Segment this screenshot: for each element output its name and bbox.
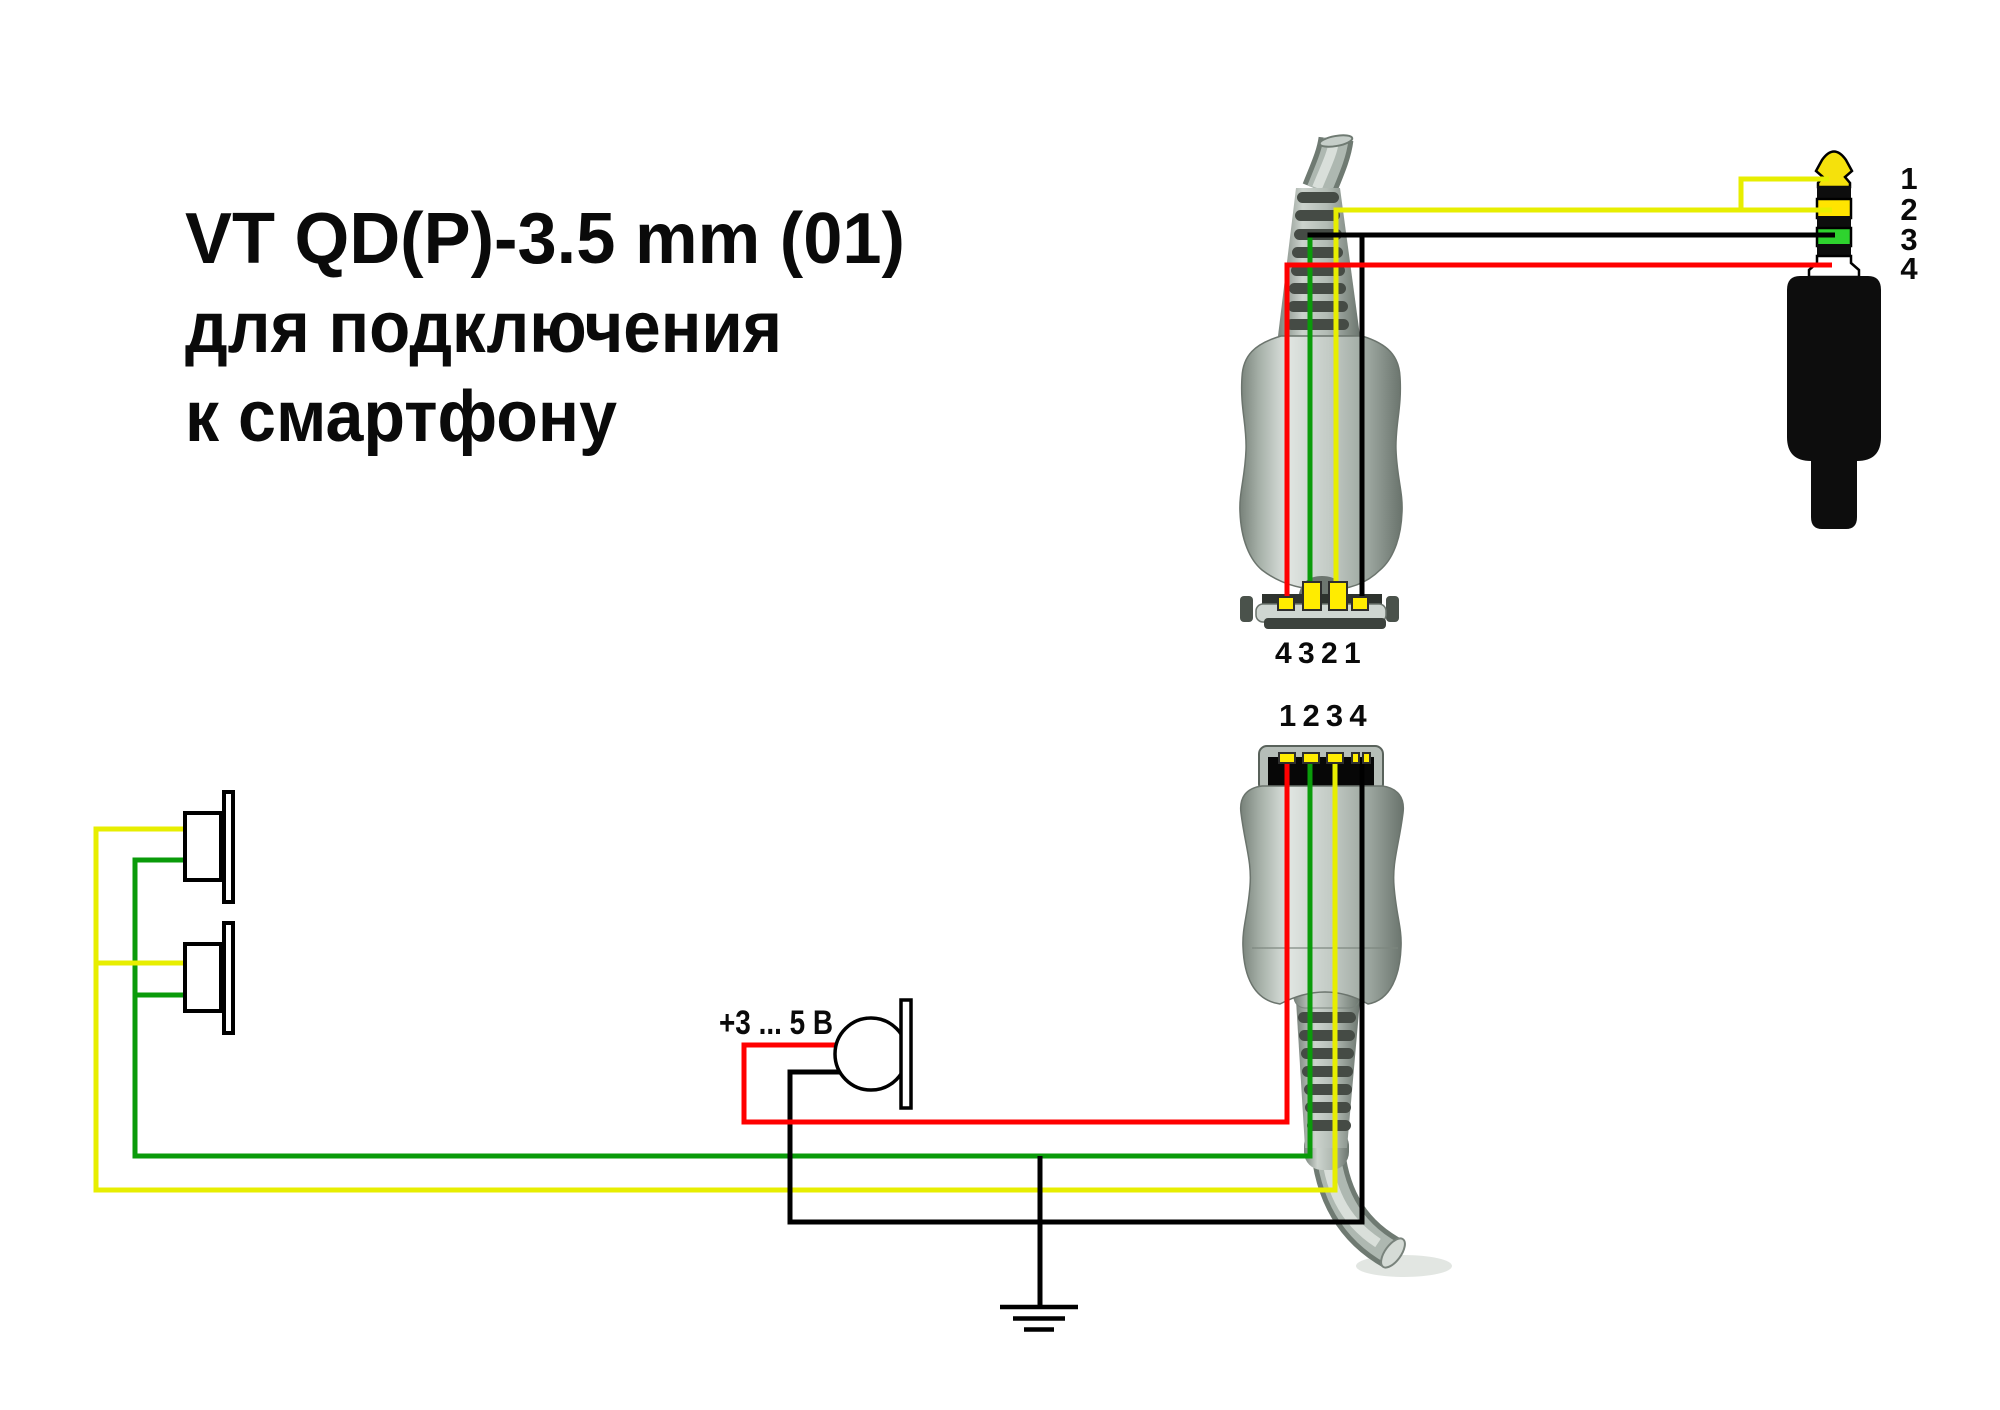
jack-band-black-1 [1817, 186, 1851, 200]
speaker-2-diaphragm [222, 921, 235, 1035]
title-line-2: для подключения [185, 288, 782, 368]
wire-top-red [1284, 262, 1832, 604]
top-contact-4 [1277, 596, 1295, 611]
wire-top-yellow [1333, 176, 1832, 604]
top-strain-relief [1278, 188, 1360, 336]
top-wires [1284, 176, 1835, 604]
wire-top-black [1307, 232, 1835, 604]
wire-bottom-red [741, 758, 1290, 1125]
bottom-contact-4a [1351, 752, 1360, 764]
microphone-diaphragm [899, 998, 913, 1110]
top-contact-2 [1328, 581, 1348, 611]
top-connector-ear-right [1386, 596, 1399, 622]
jack-plug [1787, 150, 1881, 529]
bottom-strain-relief-ridges [1298, 1012, 1356, 1131]
top-connector-body [1239, 335, 1403, 591]
speaker-1 [183, 790, 235, 904]
title-line-1: VT QD(P)-3.5 mm (01) [185, 199, 905, 279]
bottom-contact-2 [1302, 752, 1320, 764]
top-connector-plate-shadow [1264, 618, 1386, 629]
jack-pin-1: 1 [1900, 161, 1917, 196]
bottom-wires [93, 758, 1365, 1307]
top-cable [1302, 134, 1354, 197]
wire-bottom-black [787, 758, 1365, 1225]
top-connector-ear-left [1240, 596, 1253, 622]
mic-voltage-label: +3 ... 5 В [719, 1004, 833, 1042]
bottom-cable-end [1380, 1237, 1406, 1269]
speaker-2 [183, 921, 235, 1035]
microphone [833, 998, 913, 1110]
microphone-capsule [833, 1016, 909, 1092]
speaker-1-diaphragm [222, 790, 235, 904]
bottom-contact-1 [1278, 752, 1296, 764]
jack-pin-3: 3 [1900, 222, 1917, 257]
bottom-connector-contacts [1278, 752, 1371, 764]
jack-pin-4: 4 [1900, 251, 1918, 286]
top-contact-1 [1351, 596, 1369, 611]
title: VT QD(P)-3.5 mm (01) для подключения к с… [185, 199, 905, 457]
speaker-1-coil [183, 811, 223, 882]
jack-band-black-3 [1817, 244, 1851, 258]
wire-bottom-green [132, 758, 1313, 1159]
jack-pin-2: 2 [1900, 192, 1917, 227]
jack-band-black-2 [1817, 216, 1851, 229]
bottom-pin-label: 1 2 3 4 [1279, 698, 1367, 733]
wire-bottom-yellow [93, 758, 1338, 1193]
bottom-contact-4b [1362, 752, 1371, 764]
ground-symbol [1000, 1304, 1078, 1332]
jack-tip [1814, 150, 1854, 189]
jack-pin-numbers: 1 2 3 4 [1900, 161, 1918, 286]
title-line-3: к смартфону [185, 377, 617, 457]
top-pin-label: 4 3 2 1 [1275, 637, 1360, 670]
top-contact-3 [1302, 581, 1322, 611]
top-connector-contacts [1277, 581, 1369, 611]
bottom-contact-3 [1326, 752, 1344, 764]
speaker-2-coil [183, 942, 223, 1013]
jack-body [1787, 276, 1881, 529]
bottom-qd-connector [1239, 745, 1452, 1277]
bottom-connector-body [1239, 785, 1405, 1005]
